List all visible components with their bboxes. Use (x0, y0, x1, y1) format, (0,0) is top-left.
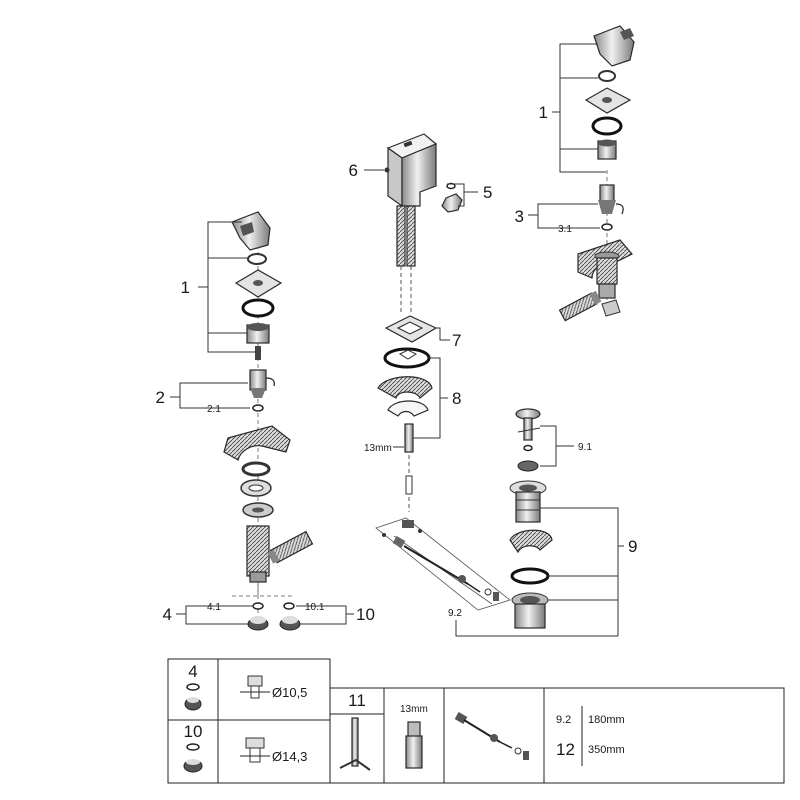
flex-hose-part-2 (406, 205, 416, 267)
drain-body-part (509, 480, 547, 523)
drain-plate-part (509, 529, 553, 554)
label-9-2: 9.2 (448, 608, 462, 619)
tool-13mm-part (405, 721, 423, 769)
threaded-shank-part (246, 525, 270, 583)
label-1-left: 1 (181, 278, 190, 297)
screw-part (255, 346, 261, 360)
handle-part-right (593, 25, 635, 67)
tool-11-part (339, 717, 371, 771)
right-assembly: 1 3 3.1 9.1 (509, 25, 637, 636)
legend-4-dimension: Ø10,5 (272, 685, 307, 700)
flex-hose-part (396, 205, 406, 267)
hose-connector-part-right (558, 290, 602, 322)
drain-gasket-part (510, 567, 550, 585)
nut-4-part (247, 616, 269, 631)
shank-part-right (594, 251, 620, 299)
label-10-1: 10.1 (305, 602, 325, 613)
label-1-right: 1 (539, 103, 548, 122)
spout-part (386, 133, 438, 208)
legend-row-4: 4 Ø10,5 (184, 662, 307, 711)
drain-nut-part (511, 592, 549, 629)
label-2-1: 2.1 (207, 404, 221, 415)
threaded-rod-part (404, 423, 414, 453)
label-5: 5 (483, 183, 492, 202)
handle-part (231, 211, 271, 251)
popup-rod-panel (375, 517, 511, 611)
label-2: 2 (156, 388, 165, 407)
label-6: 6 (349, 161, 358, 180)
aerator-part (441, 182, 463, 213)
legend-12-ref: 12 (556, 740, 575, 759)
left-assembly: 1 2 2.1 (156, 211, 375, 631)
legend-9-2-length: 180mm (588, 714, 625, 726)
o-ring-part-right (598, 70, 616, 82)
label-13mm: 13mm (364, 443, 392, 454)
popup-seal-part (517, 460, 539, 472)
label-3-1: 3.1 (558, 224, 572, 235)
legend-12-length: 350mm (588, 744, 625, 756)
label-9-1: 9.1 (578, 442, 592, 453)
valve-part (249, 369, 275, 398)
legend-rod-part (454, 712, 529, 760)
spec-legend: 4 Ø10,5 10 Ø14,3 11 13mm (167, 658, 785, 784)
cartridge-part-right (597, 139, 617, 160)
legend-10-dimension: Ø14,3 (272, 749, 307, 764)
label-8: 8 (452, 389, 461, 408)
o-ring-part (247, 253, 267, 265)
gasket-part-right (591, 116, 623, 136)
spout-assembly: 6 5 7 8 13mm (349, 133, 618, 637)
popup-plug-part (515, 408, 541, 441)
label-3: 3 (515, 207, 524, 226)
legend-row-10: 10 Ø14,3 (183, 722, 307, 773)
washer-part (241, 461, 271, 477)
fixing-plate-part (377, 376, 433, 399)
legend-4-number: 4 (188, 662, 197, 681)
label-4: 4 (163, 605, 172, 624)
valve-part-right (598, 184, 624, 215)
label-10: 10 (356, 605, 375, 624)
deck-plate-part (223, 425, 291, 461)
legend-13mm: 13mm (400, 704, 428, 715)
label-4-1: 4.1 (207, 602, 221, 613)
popup-rod-part (392, 520, 499, 601)
gasket-part (241, 298, 275, 318)
legend-11-number: 11 (348, 691, 366, 710)
legend-9-2-ref: 9.2 (556, 714, 571, 726)
label-9: 9 (628, 537, 637, 556)
base-plate-part (384, 315, 438, 343)
legend-10-number: 10 (184, 722, 203, 741)
hose-connector-part (267, 530, 314, 564)
label-7: 7 (452, 331, 461, 350)
cartridge-part (246, 323, 270, 344)
fixing-washer-part (387, 400, 429, 417)
nut-10-part (279, 616, 301, 631)
